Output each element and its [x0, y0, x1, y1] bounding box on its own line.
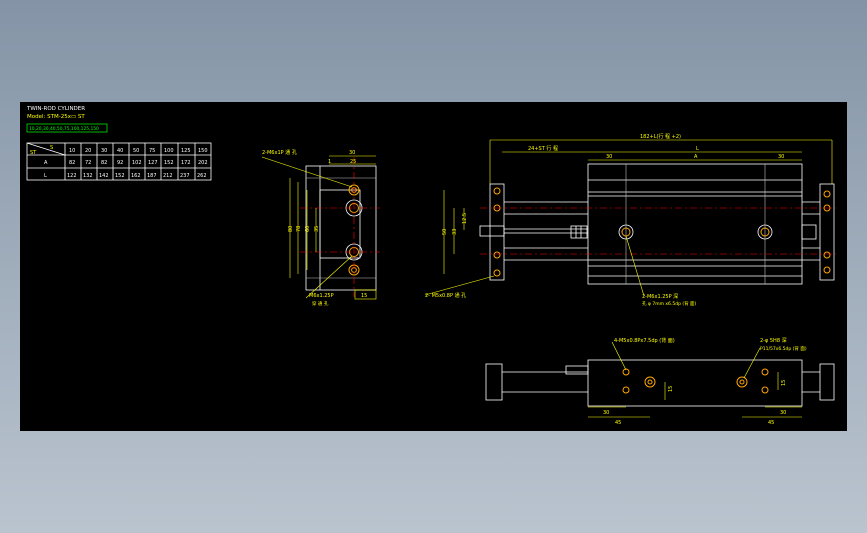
bottom-note-right-1: 2-φ 5H8 深 [760, 337, 787, 344]
side-note-bottom-sub: 穿 通 孔 [312, 300, 329, 307]
front-dim-a: A [694, 154, 698, 160]
side-dim-80: 80 [288, 226, 294, 232]
bottom-dim-45a: 45 [615, 420, 621, 426]
front-dim-33: 33 [452, 229, 458, 235]
table-stroke-cell: 125 [181, 148, 191, 154]
table-stroke-cell: 100 [164, 148, 174, 154]
bottom-dim-15b: 15 [781, 380, 787, 386]
side-dim-60: 60 [305, 226, 311, 232]
front-dim-overall: 182+L(行 程 +2) [640, 133, 681, 140]
table-stroke-cell: 40 [117, 148, 123, 154]
table-cell: 212 [163, 173, 173, 179]
front-dim-12: 12.5 [462, 213, 468, 224]
table-cell: 202 [198, 160, 208, 166]
side-dim-78: 78 [296, 226, 302, 232]
front-dim-l: L [696, 146, 699, 152]
side-view: 30 25 1 80 78 60 35 15 2-M6x1P 通 孔 M6x1.… [261, 149, 380, 307]
table-cell: 92 [117, 160, 123, 166]
bottom-note-left: 4-M5x0.8Px7.5dp (背 面) [614, 337, 675, 344]
front-note-mid-1: 2-M6x1.25P 深 [642, 293, 678, 300]
front-note-left: 2- M5x0.8P 通 孔 [425, 292, 466, 299]
side-note-top: 2-M6x1P 通 孔 [262, 149, 297, 156]
table-cell: 152 [164, 160, 174, 166]
bottom-dim-30b: 30 [780, 410, 786, 416]
bottom-dim-45b: 45 [768, 420, 774, 426]
front-note-mid-2: 孔 φ 7mm x6.5dp (背 面) [642, 300, 697, 307]
table-cell: 72 [85, 160, 91, 166]
side-dim-25: 25 [350, 159, 356, 165]
table-stroke-cell: 30 [101, 148, 107, 154]
table-row-label: L [44, 173, 47, 179]
table-cell: 82 [101, 160, 107, 166]
table-stroke-cell: 150 [198, 148, 208, 154]
table-cell: 152 [115, 173, 125, 179]
table-cell: 162 [131, 173, 141, 179]
cad-drawing: TWIN-ROD CYLINDER Model: STM-25x▭ ST 10,… [26, 106, 836, 426]
table-cell: 187 [147, 173, 157, 179]
table-stroke-cell: 50 [133, 148, 139, 154]
table-stroke-cell: 20 [85, 148, 91, 154]
front-dim-50: 50 [442, 229, 448, 235]
table-cell: 127 [148, 160, 158, 166]
side-dim-35: 35 [314, 226, 320, 232]
table-cell: 237 [180, 173, 190, 179]
bottom-dim-15a: 15 [668, 386, 674, 392]
table-stroke-cell: 75 [149, 148, 155, 154]
table-cell: 102 [132, 160, 142, 166]
front-dim-30a: 30 [606, 154, 612, 160]
bottom-note-right-2: P11/57x6.5dp (背 面) [760, 345, 807, 352]
table-cell: 122 [67, 173, 77, 179]
front-dim-24st: 24+ST 行 程 [528, 145, 558, 152]
table-cell: 132 [83, 173, 93, 179]
strokes-list: 10,20,30,40,50,75,100,125,150 [29, 126, 99, 132]
front-dim-30b: 30 [778, 154, 784, 160]
side-dim-15: 15 [361, 293, 367, 299]
table-cell: 262 [197, 173, 207, 179]
bottom-view: 30 45 15 30 45 15 4-M5x0.8Px7.5dp (背 面) … [485, 337, 835, 426]
table-stroke-cell: 10 [69, 148, 75, 154]
table-cell: 142 [99, 173, 109, 179]
side-note-bottom: M6x1.25P [309, 293, 334, 299]
stroke-table: S ST 10 20 30 40 50 75 100 125 150 A 82 … [26, 142, 212, 181]
table-cell: 82 [69, 160, 75, 166]
title-line-2: Model: STM-25x▭ ST [27, 114, 85, 120]
title-line-1: TWIN-ROD CYLINDER [26, 106, 85, 112]
table-cell: 172 [181, 160, 191, 166]
side-dim-1: 1 [328, 159, 331, 165]
table-header-s: S [50, 145, 53, 151]
cad-drawing-canvas[interactable]: TWIN-ROD CYLINDER Model: STM-25x▭ ST 10,… [20, 102, 847, 431]
front-view: 182+L(行 程 +2) 24+ST 行 程 L 30 A 30 [424, 133, 836, 307]
bottom-dim-30a: 30 [603, 410, 609, 416]
strokes-box [26, 123, 108, 133]
side-dim-30: 30 [349, 150, 355, 156]
table-header-st: ST [30, 150, 37, 156]
table-row-label: A [44, 160, 48, 166]
